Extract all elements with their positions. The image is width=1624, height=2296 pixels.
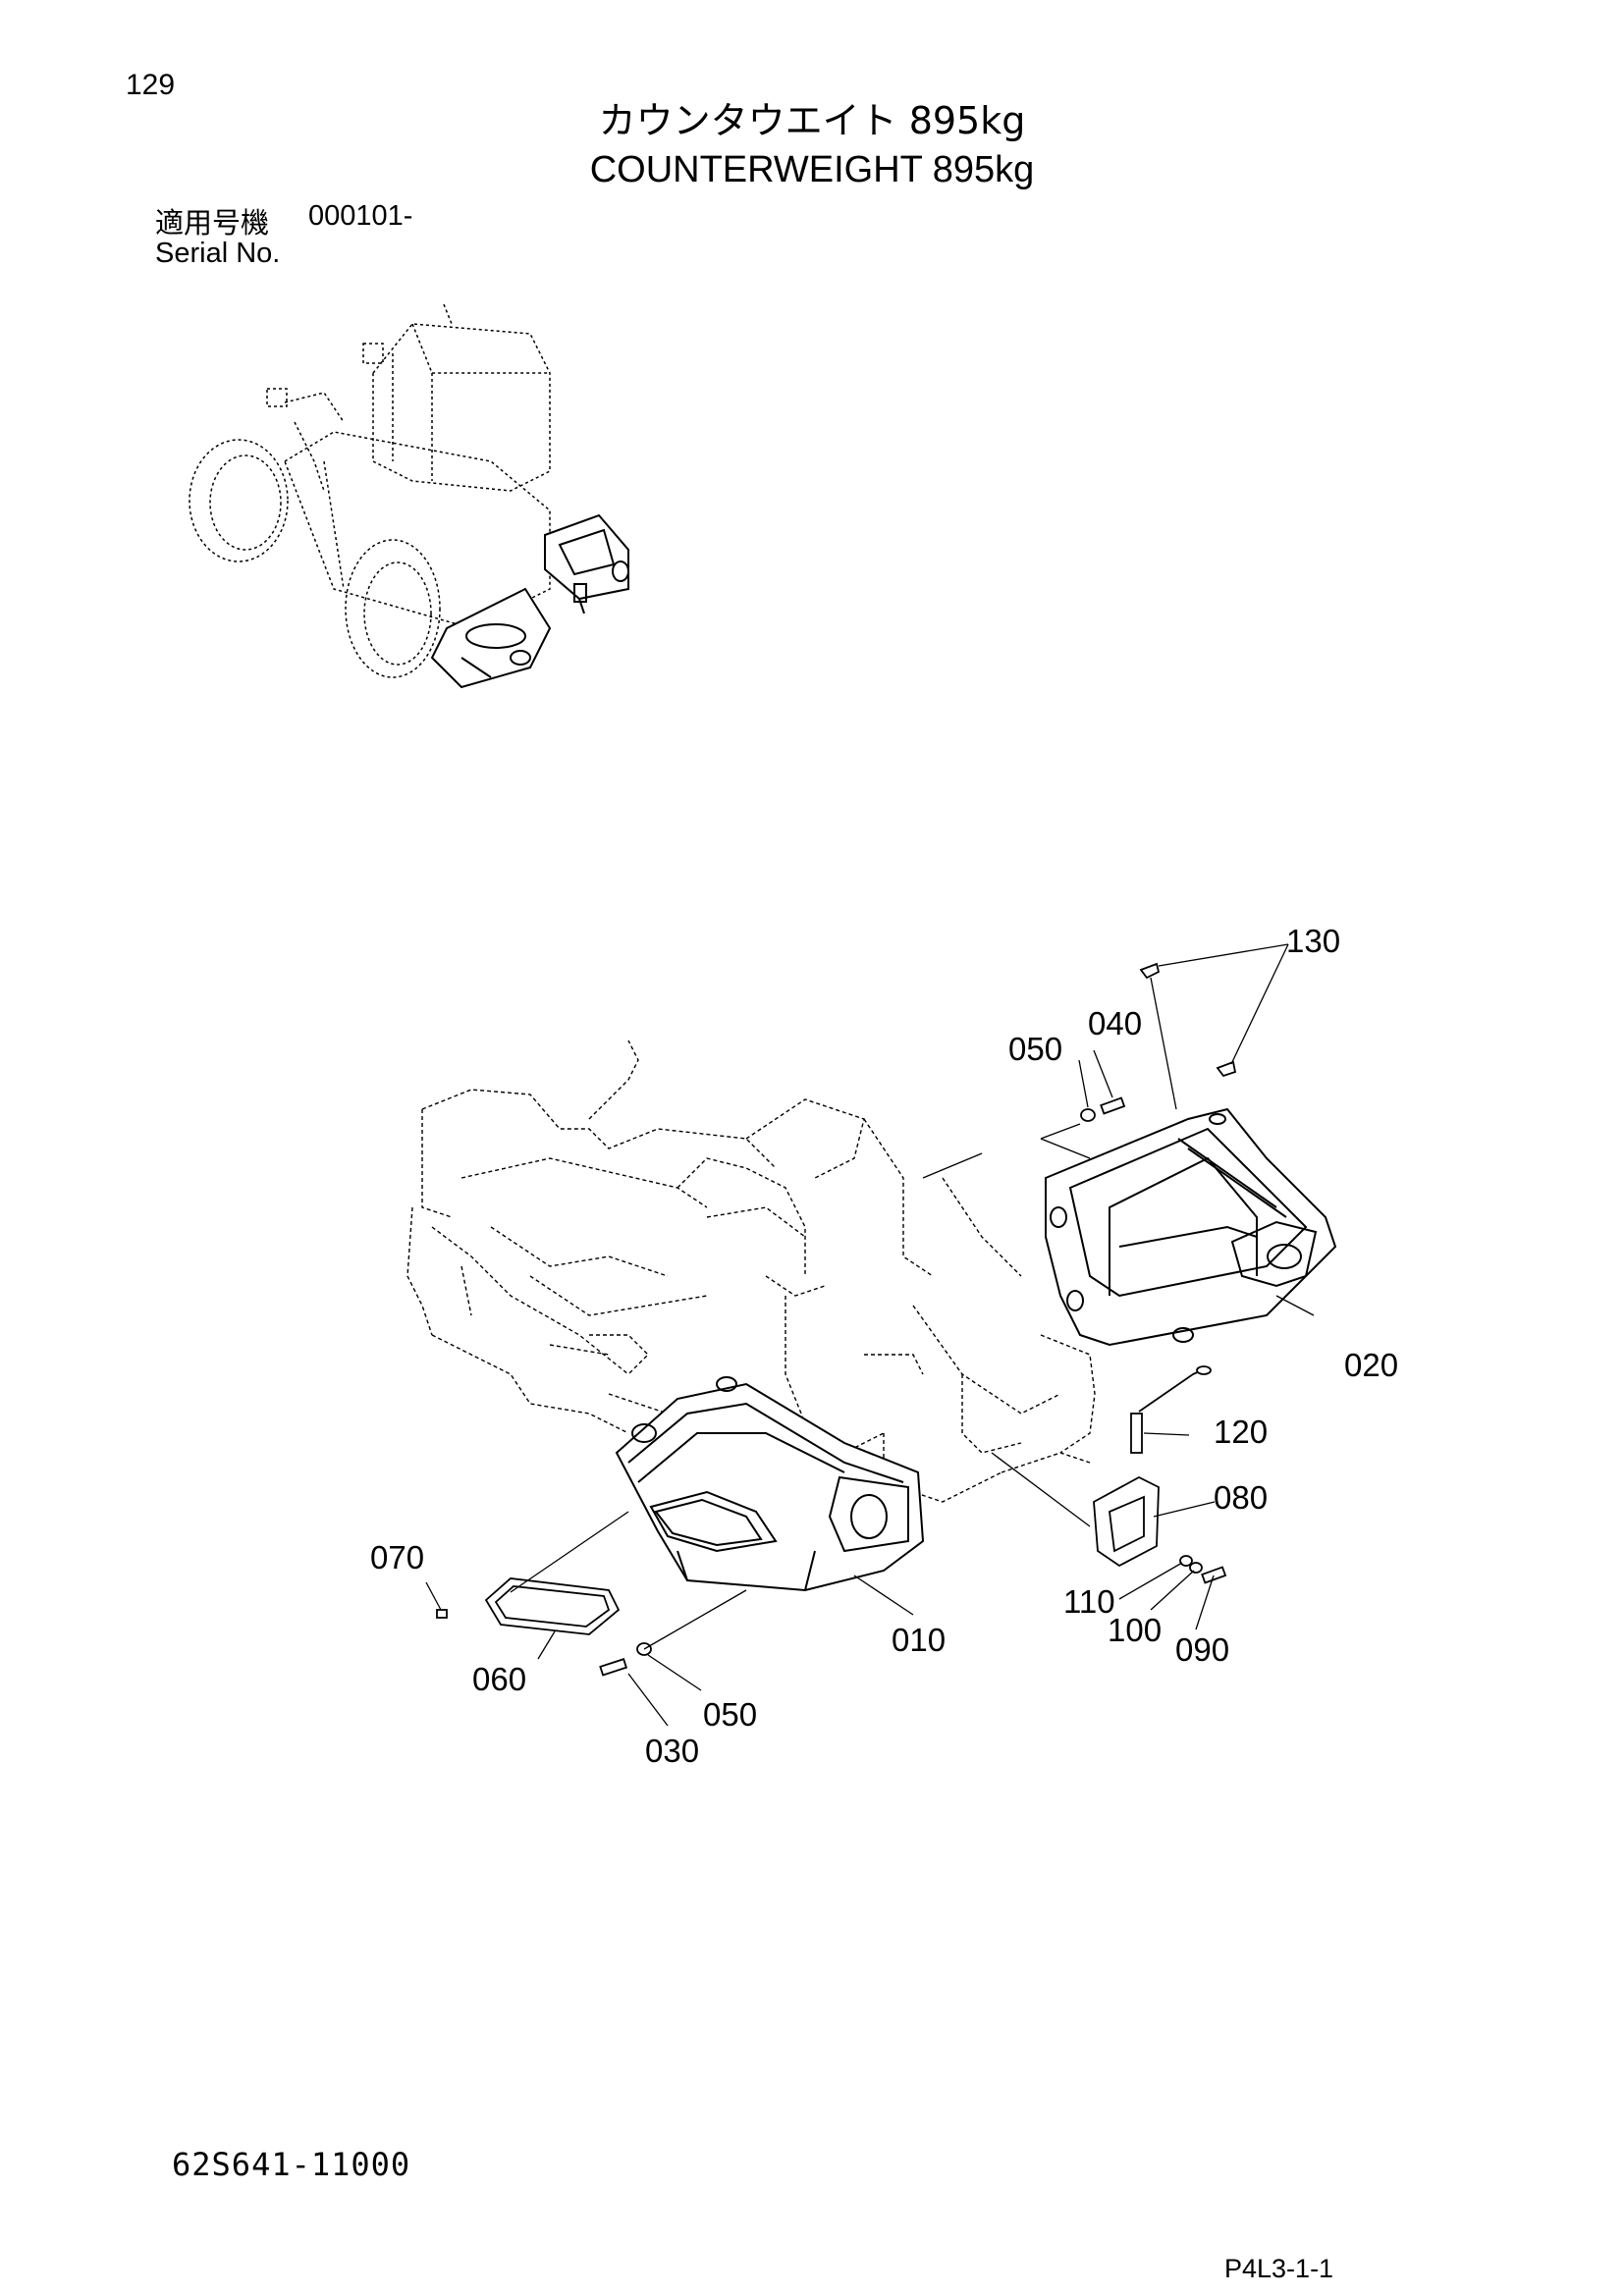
- main-frame-outline: [406, 1040, 1096, 1503]
- machine-overview-thumbnail: [189, 303, 629, 689]
- callout-100: 100: [1108, 1612, 1162, 1648]
- serial-label-japanese: 適用号機: [155, 206, 270, 240]
- small-parts: [436, 962, 1237, 1677]
- callout-060: 060: [472, 1661, 526, 1697]
- callout-labels: 130 040 050 020 120 080 070 110 100 090 …: [370, 923, 1398, 1769]
- callout-050-lower: 050: [703, 1696, 757, 1733]
- callout-130: 130: [1286, 923, 1340, 959]
- counterweight-010: [615, 1376, 925, 1592]
- callout-010: 010: [892, 1622, 946, 1658]
- callout-110: 110: [1063, 1583, 1115, 1620]
- callout-040: 040: [1088, 1005, 1142, 1041]
- page-number: 129: [126, 69, 176, 101]
- serial-label-english: Serial No.: [155, 238, 281, 269]
- document-number: 62S641-11000: [172, 2146, 411, 2183]
- callout-120: 120: [1214, 1414, 1268, 1450]
- page-title-japanese: カウンタウエイト 895kg: [598, 99, 1026, 142]
- callout-020: 020: [1344, 1347, 1398, 1383]
- counterweight-020: [1045, 1107, 1337, 1347]
- callout-050-upper: 050: [1008, 1031, 1062, 1067]
- leader-lines: [425, 943, 1315, 1727]
- callout-090: 090: [1175, 1631, 1229, 1668]
- callout-070: 070: [370, 1539, 424, 1575]
- page-code: P4L3-1-1: [1224, 2254, 1334, 2283]
- callout-030: 030: [645, 1733, 699, 1769]
- callout-080: 080: [1214, 1479, 1268, 1516]
- page-title-english: COUNTERWEIGHT 895kg: [589, 149, 1035, 190]
- serial-number-value: 000101-: [308, 200, 413, 232]
